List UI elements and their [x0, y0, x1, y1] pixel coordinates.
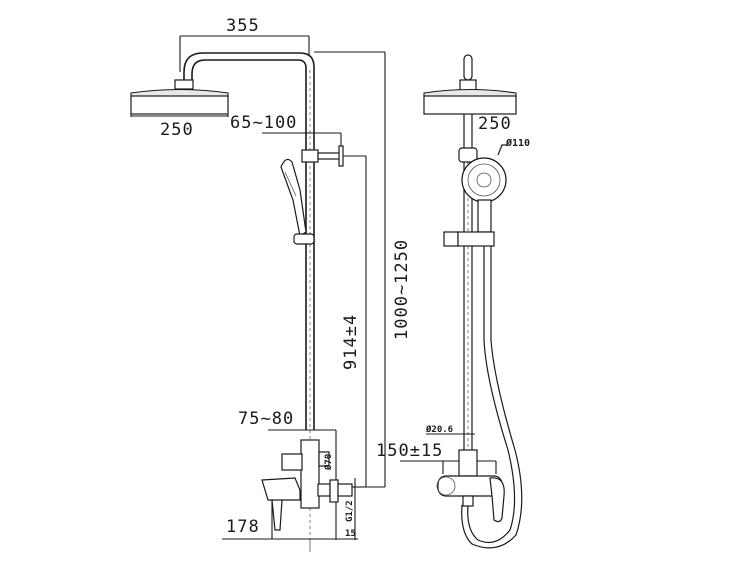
- label-head-diameter: 250: [160, 120, 194, 140]
- mixer-side: Ø70 G1/2: [261, 439, 356, 540]
- dim-inlet-spacing: 150±15: [376, 441, 497, 474]
- label-adjustable-height: 1000~1250: [392, 239, 412, 340]
- hand-shower-side: [280, 158, 315, 245]
- label-front-head-diameter: 250: [478, 114, 512, 134]
- dim-adjustable-height: 1000~1250: [314, 51, 412, 488]
- label-arm-length: 355: [226, 16, 260, 36]
- riser-bracket: [458, 147, 478, 163]
- label-bracket-to-inlet: 914±4: [341, 314, 361, 370]
- label-inlet-spacing: 150±15: [376, 441, 443, 461]
- dim-bracket-to-inlet: 914±4: [341, 156, 367, 488]
- front-view: 250 Ø110 Ø20.: [376, 54, 530, 549]
- dim-riser-diameter: Ø20.6: [425, 424, 475, 435]
- dim-wall-bracket-offset: 65~100: [230, 113, 342, 152]
- label-mixer-offset: 75~80: [238, 409, 294, 429]
- side-view: 355 250 65~100: [130, 16, 412, 552]
- wall-bracket: [301, 145, 366, 167]
- label-riser-diameter: Ø20.6: [425, 424, 453, 435]
- slider-holder: [443, 231, 495, 247]
- overhead-shower-head-front: 250: [423, 88, 517, 134]
- shower-hose: [461, 246, 523, 549]
- dim-mixer-bottom: 178 15: [222, 500, 358, 552]
- label-wall-gap: 15: [345, 529, 356, 539]
- top-connector: [463, 54, 473, 81]
- overhead-shower-head: 250: [130, 79, 229, 140]
- label-mixer-bottom-height: 178: [226, 517, 260, 537]
- dim-arm-length: 355: [179, 16, 310, 72]
- hand-shower-front: Ø110: [461, 137, 530, 233]
- label-wall-bracket-offset: 65~100: [230, 113, 297, 133]
- label-hand-shower-diameter: Ø110: [505, 137, 530, 149]
- mixer-front: [436, 449, 505, 523]
- label-pipe-diameter: Ø70: [323, 454, 334, 471]
- label-thread: G1/2: [345, 500, 355, 522]
